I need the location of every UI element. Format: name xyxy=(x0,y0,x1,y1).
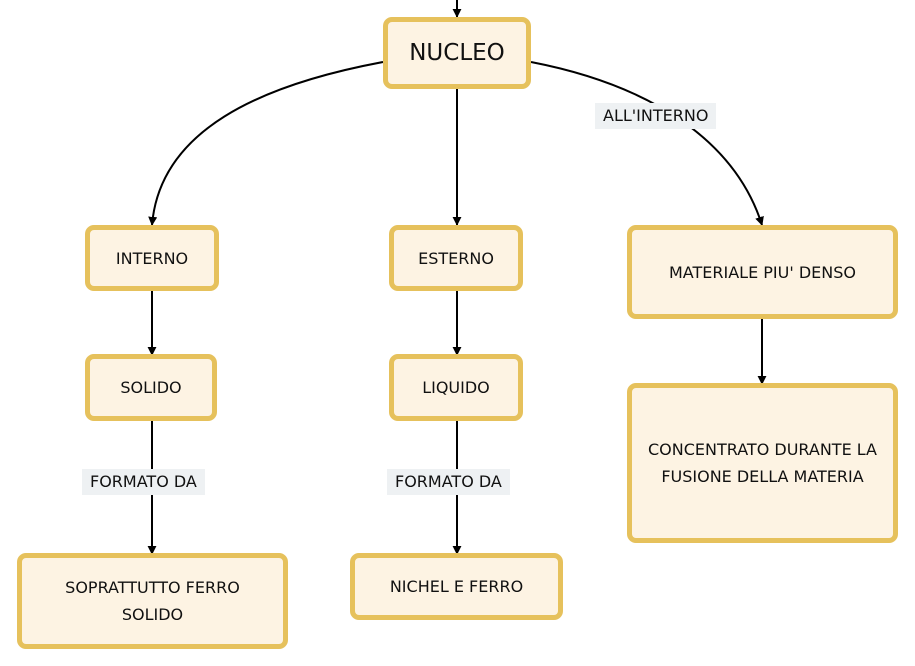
node-liquido[interactable]: LIQUIDO xyxy=(389,354,523,421)
edge-nucleo-materiale xyxy=(530,61,764,226)
node-materiale-piu-denso[interactable]: MATERIALE PIU' DENSO xyxy=(627,225,898,319)
node-nichel-e-ferro[interactable]: NICHEL E FERRO xyxy=(350,553,563,620)
edge-nucleo-interno xyxy=(148,61,384,226)
edge-label-formato-da-left: FORMATO DA xyxy=(82,469,205,495)
node-concentrato[interactable]: CONCENTRATO DURANTE LA FUSIONE DELLA MAT… xyxy=(627,383,898,543)
node-nucleo[interactable]: NUCLEO xyxy=(383,17,531,89)
edge-label-all-interno: ALL'INTERNO xyxy=(595,103,717,129)
edge-label-formato-da-mid: FORMATO DA xyxy=(387,469,510,495)
node-solido[interactable]: SOLIDO xyxy=(85,354,217,421)
node-esterno[interactable]: ESTERNO xyxy=(389,225,523,291)
node-soprattutto-ferro-solido[interactable]: SOPRATTUTTO FERRO SOLIDO xyxy=(17,553,288,649)
node-interno[interactable]: INTERNO xyxy=(85,225,219,291)
